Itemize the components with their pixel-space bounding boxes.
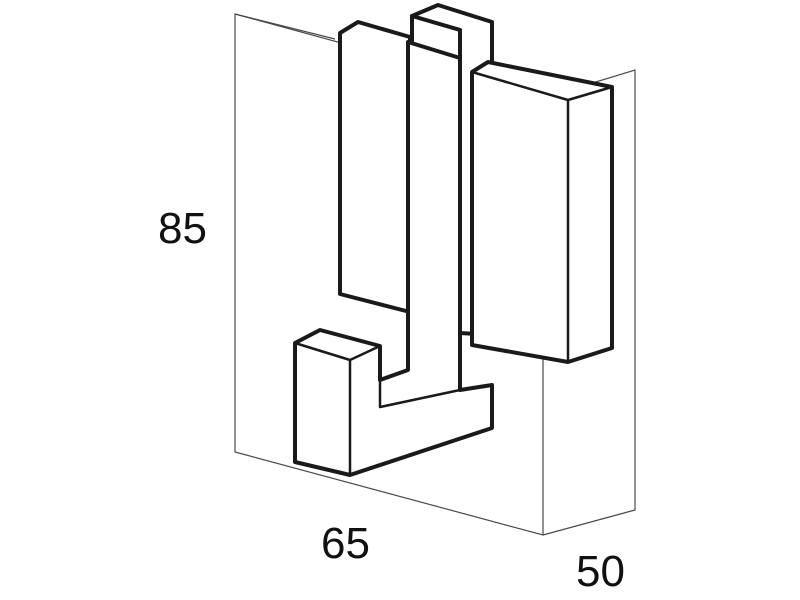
hook-front-j xyxy=(293,40,494,477)
width-dimension-label: 65 xyxy=(321,519,370,568)
height-dimension-label: 85 xyxy=(158,204,207,253)
wall-plate xyxy=(338,20,412,314)
hook-right-block xyxy=(470,60,614,364)
depth-dimension-label: 50 xyxy=(576,547,625,596)
